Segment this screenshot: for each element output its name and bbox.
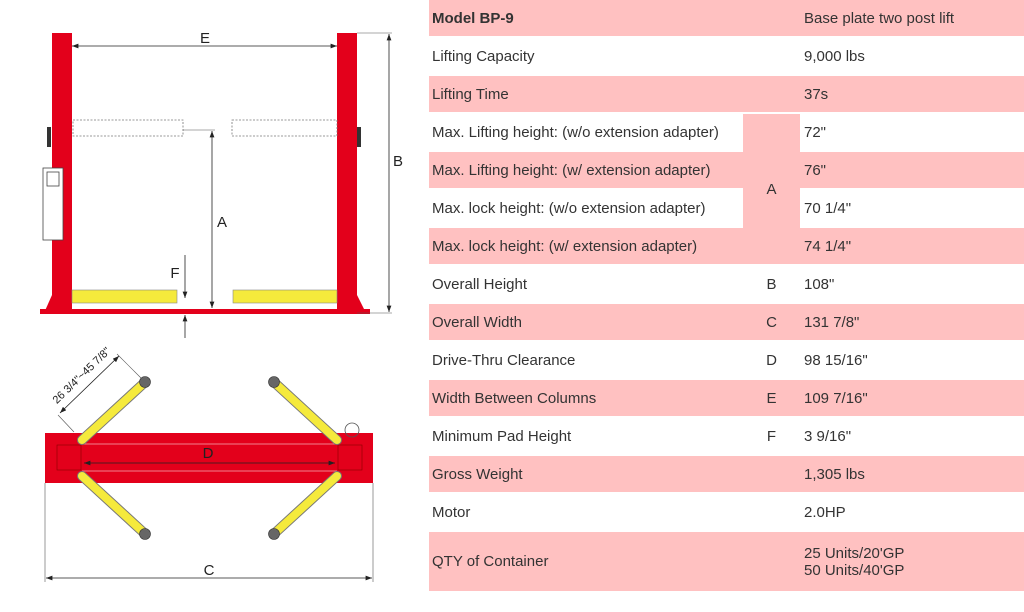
row-label: Motor bbox=[429, 493, 743, 532]
container-qty-20gp: 25 Units/20'GP bbox=[804, 544, 905, 562]
row-value: 74 1/4" bbox=[800, 227, 1024, 266]
row-value: 2.0HP bbox=[800, 493, 1024, 532]
lift-pads bbox=[139, 376, 280, 540]
right-post bbox=[337, 33, 357, 313]
table-header-row: Model BP-9 Base plate two post lift bbox=[429, 0, 1024, 38]
table-row: Max. Lifting height: (w/ extension adapt… bbox=[429, 151, 1024, 190]
row-value: 76" bbox=[800, 151, 1024, 190]
row-label: Minimum Pad Height bbox=[429, 417, 743, 456]
dim-label-a: A bbox=[217, 214, 227, 231]
arm-range-label: 26 3/4"~45 7/8" bbox=[51, 345, 114, 406]
row-code: C bbox=[743, 303, 800, 342]
table-row: Lifting Capacity 9,000 lbs bbox=[429, 37, 1024, 76]
row-value: 37s bbox=[800, 75, 1024, 114]
base-plate bbox=[40, 309, 370, 314]
row-value: 9,000 lbs bbox=[800, 37, 1024, 76]
row-label: Gross Weight bbox=[429, 455, 743, 494]
row-label: Lifting Capacity bbox=[429, 37, 743, 76]
row-value: 131 7/8" bbox=[800, 303, 1024, 342]
top-base-band bbox=[45, 433, 373, 483]
row-label: Max. lock height: (w/o extension adapter… bbox=[429, 189, 743, 228]
dim-label-f: F bbox=[170, 265, 179, 282]
row-code: F bbox=[743, 417, 800, 456]
row-code: E bbox=[743, 379, 800, 418]
table-row: Max. lock height: (w/o extension adapter… bbox=[429, 189, 1024, 228]
table-row: Motor 2.0HP bbox=[429, 493, 1024, 532]
top-view: D C 26 3/4"~45 7/8" bbox=[44, 345, 374, 582]
left-lower-arm bbox=[71, 289, 178, 304]
row-label: Lifting Time bbox=[429, 75, 743, 114]
model-label: Model BP-9 bbox=[429, 0, 743, 38]
table-row: Gross Weight 1,305 lbs bbox=[429, 455, 1024, 494]
right-lower-arm bbox=[232, 289, 338, 304]
row-code: A bbox=[743, 113, 800, 266]
table-row: QTY of Container 25 Units/20'GP 50 Units… bbox=[429, 531, 1024, 593]
row-code: D bbox=[743, 341, 800, 380]
row-label: Drive-Thru Clearance bbox=[429, 341, 743, 380]
lift-dimension-diagram: E B A F D bbox=[40, 30, 403, 582]
table-row: Max. Lifting height: (w/o extension adap… bbox=[429, 113, 1024, 266]
row-code: B bbox=[743, 265, 800, 304]
container-qty-40gp: 50 Units/40'GP bbox=[804, 561, 905, 579]
row-value: 25 Units/20'GP 50 Units/40'GP bbox=[800, 531, 1024, 593]
dim-label-c: C bbox=[204, 562, 215, 579]
row-label: Overall Height bbox=[429, 265, 743, 304]
table-row: Max. lock height: (w/ extension adapter)… bbox=[429, 227, 1024, 266]
row-value: 1,305 lbs bbox=[800, 455, 1024, 494]
table-row: Lifting Time 37s bbox=[429, 75, 1024, 114]
row-label: Width Between Columns bbox=[429, 379, 743, 418]
row-value: 70 1/4" bbox=[800, 189, 1024, 228]
row-label: QTY of Container bbox=[429, 531, 743, 593]
row-value: 3 9/16" bbox=[800, 417, 1024, 456]
front-view: E B A F bbox=[40, 30, 403, 338]
row-value: 72" bbox=[800, 113, 1024, 152]
row-label: Overall Width bbox=[429, 303, 743, 342]
dim-label-e: E bbox=[200, 30, 210, 47]
row-label: Max. Lifting height: (w/ extension adapt… bbox=[429, 151, 743, 190]
row-value: 108" bbox=[800, 265, 1024, 304]
spec-table: Model BP-9 Base plate two post lift Lift… bbox=[429, 0, 1024, 593]
model-value: Base plate two post lift bbox=[800, 0, 1024, 38]
row-label: Max. lock height: (w/ extension adapter) bbox=[429, 227, 743, 266]
row-value: 98 15/16" bbox=[800, 341, 1024, 380]
row-value: 109 7/16" bbox=[800, 379, 1024, 418]
row-label: Max. Lifting height: (w/o extension adap… bbox=[429, 113, 743, 152]
dim-label-b: B bbox=[393, 153, 403, 170]
dim-label-d: D bbox=[203, 445, 214, 462]
